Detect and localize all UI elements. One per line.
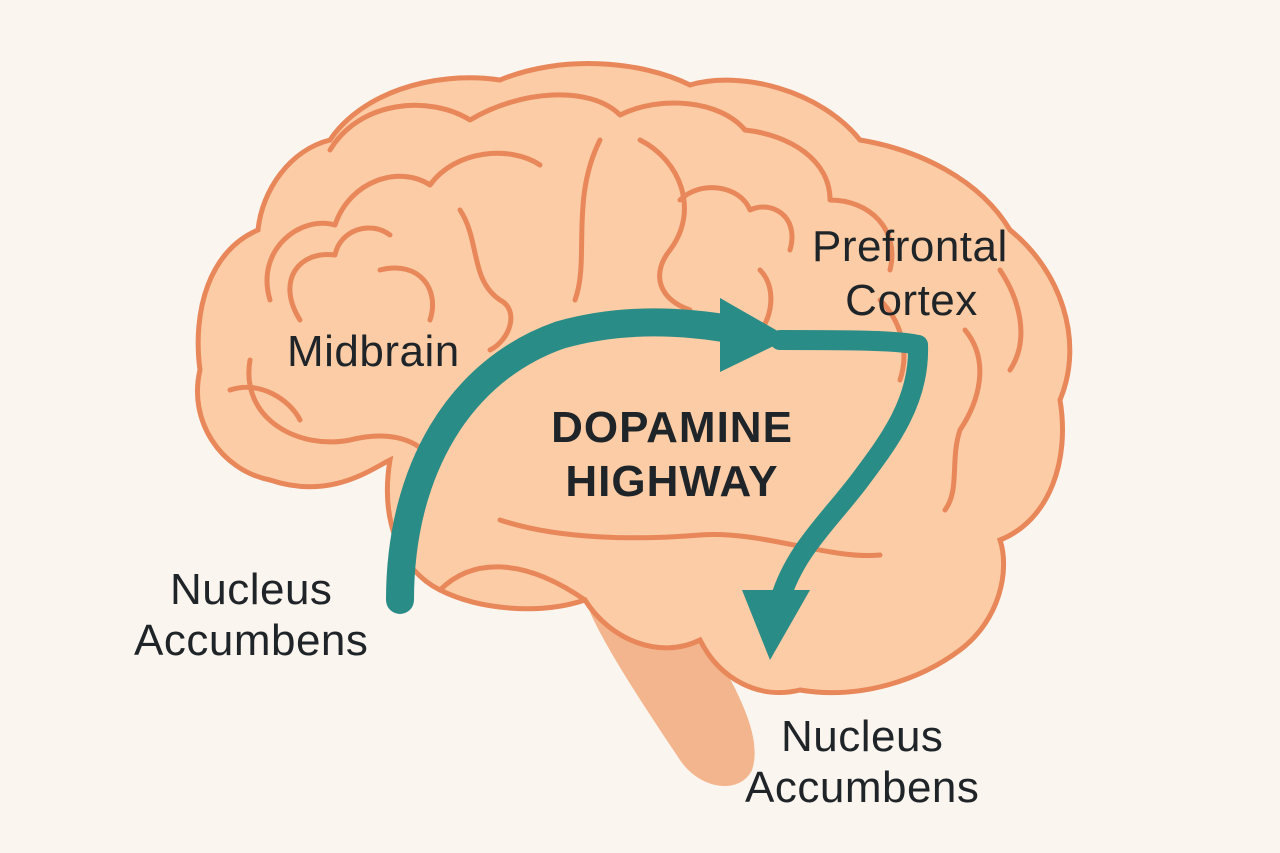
prefrontal-line1: Prefrontal [812, 222, 1008, 271]
nucleus-accumbens-left-label: Nucleus Accumbens [134, 565, 368, 666]
arrowhead-right [720, 298, 790, 372]
title-line1: DOPAMINE [551, 403, 793, 452]
curved-arrow [386, 298, 929, 660]
nucleus-bottom-line2: Accumbens [745, 762, 980, 812]
diagram-title: DOPAMINE HIGHWAY [522, 401, 822, 508]
nucleus-accumbens-bottom-label: Nucleus Accumbens [745, 712, 979, 813]
title-line2: HIGHWAY [565, 456, 779, 506]
brain-outline [194, 61, 1073, 696]
midbrain-label-text: Midbrain [287, 327, 460, 376]
prefrontal-cortex-label: Prefrontal Cortex [812, 220, 1008, 327]
nucleus-left-line1: Nucleus [169, 565, 333, 614]
arrowhead-down [742, 590, 810, 660]
nucleus-bottom-line1: Nucleus [780, 712, 944, 761]
prefrontal-line2: Cortex [845, 275, 978, 325]
brain-folds [227, 92, 1024, 559]
midbrain-label: Midbrain [287, 327, 460, 376]
nucleus-left-line2: Accumbens [134, 615, 369, 665]
cerebellum-divider [437, 564, 588, 603]
